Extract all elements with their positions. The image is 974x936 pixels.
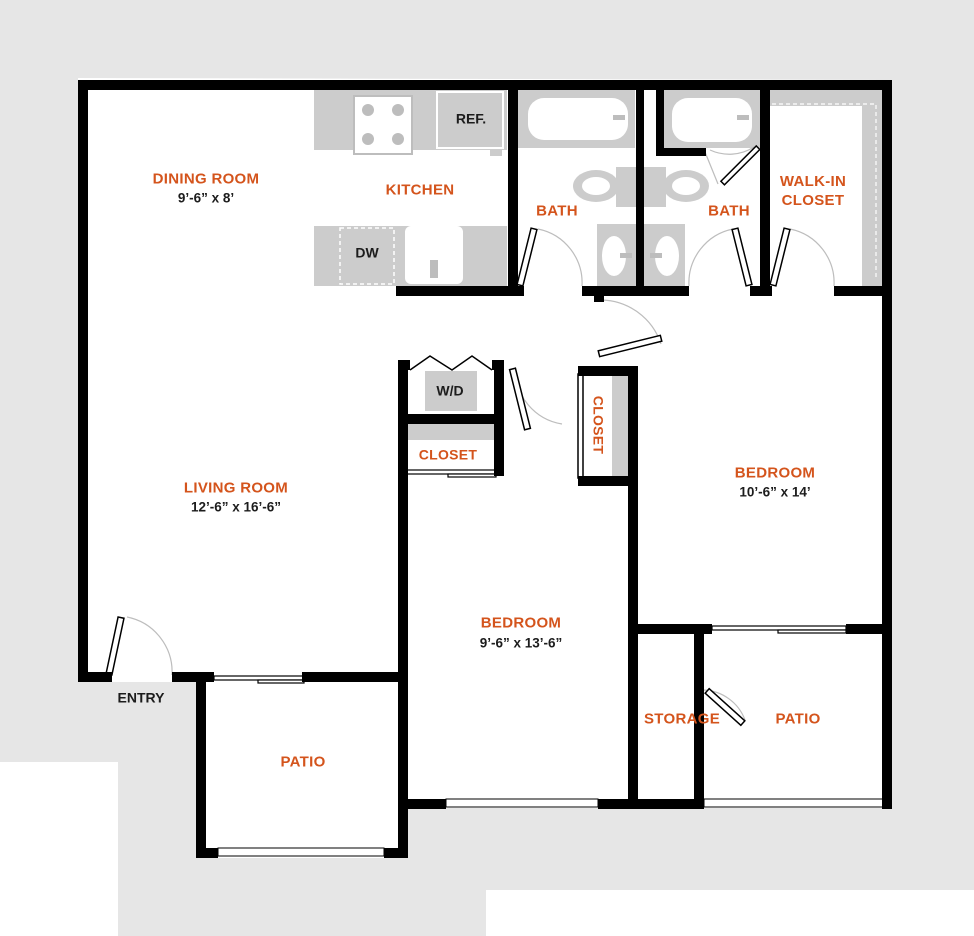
bedroom-size: 10’-6” x 14’ (739, 484, 811, 500)
kitchen-bottom-wall (396, 286, 524, 296)
bath1-door-leaf (516, 227, 538, 287)
closet1-right (494, 360, 504, 476)
dining-room-label: DINING ROOM (152, 170, 260, 188)
bedroom-2-label: BEDROOM (480, 614, 562, 632)
patio2-top-right (846, 624, 892, 634)
bedroom-label: BEDROOM (734, 464, 816, 482)
walkin-bottom-a (750, 286, 772, 296)
entry-door-leaf (105, 616, 125, 676)
closet2-shelf (612, 376, 628, 476)
toilet-2-icon (642, 167, 709, 207)
washer-dryer-label: W/D (436, 382, 464, 399)
bedroom-divider (628, 476, 638, 809)
walkin-door-arc (789, 228, 835, 287)
refrigerator-icon (436, 91, 504, 149)
walkin-bottom-b (834, 286, 892, 296)
bifold-door (409, 355, 493, 371)
walkin-left-wall (760, 80, 770, 296)
closet-door-leaf (577, 373, 584, 479)
kitchen-label: KITCHEN (385, 181, 455, 199)
bath2-inner-wall-v (656, 80, 664, 156)
walkin-bath2-door-leaf (719, 144, 761, 186)
dishwasher-icon (339, 227, 395, 285)
outer-wall-top (78, 80, 892, 90)
patio2-bottom (884, 799, 892, 809)
closet-slider-b (447, 473, 497, 478)
patio1-bottom-right (384, 848, 406, 858)
patio-2-label: PATIO (775, 710, 821, 728)
living-room-size: 12’-6” x 16’-6” (190, 499, 282, 515)
bath-label: BATH (536, 202, 578, 220)
walkin-bath2-door-arc (709, 146, 755, 155)
bedroom2-door-leaf (508, 367, 532, 431)
entry-label: ENTRY (117, 689, 165, 706)
stove-icon (353, 95, 413, 155)
surrounding-cutout (486, 890, 974, 936)
wd-top-left (398, 360, 410, 370)
bedroom2-bottom-a (398, 799, 446, 809)
storage-top-wall (638, 624, 712, 634)
closet-label: CLOSET (418, 446, 478, 463)
storage-door-leaf (704, 687, 746, 727)
bathtub-icon (517, 90, 635, 148)
closet2-right-wall (628, 366, 638, 476)
bath2-door-leaf (731, 227, 753, 287)
bath1-door-arc (537, 228, 583, 287)
entry-door-arc (126, 616, 173, 676)
closet-slider (405, 469, 497, 475)
dining-room-size: 9’-6” x 8’ (177, 190, 235, 206)
patio2-window (703, 798, 885, 808)
bath2-door-arc (688, 228, 734, 287)
refrigerator-label: REF. (455, 110, 487, 127)
storage-label: STORAGE (643, 710, 721, 728)
closet2-bottom (578, 476, 638, 486)
bathtub-2-icon (664, 90, 760, 148)
bath2-inner-wall-h (656, 148, 706, 156)
patio1-slider-b (257, 679, 305, 684)
wd-top-right (492, 360, 504, 370)
walkin-door-leaf (769, 227, 791, 287)
walls (78, 80, 892, 858)
patio1-left-wall (196, 672, 206, 858)
bedroom-2-size: 9’-6” x 13’-6” (479, 635, 563, 651)
patio1-window (217, 847, 385, 857)
bath2-inner-door-line (704, 151, 719, 185)
closet-shelf (406, 424, 494, 440)
bedroom2-window (445, 798, 599, 808)
living-room-label: LIVING ROOM (183, 479, 289, 497)
patio1-bottom-left (196, 848, 218, 858)
walkin-closet-label: WALK-IN CLOSET (779, 173, 847, 209)
bedroom-door-leaf (597, 334, 663, 358)
bath-divider-wall (636, 80, 644, 296)
outer-wall-right (882, 80, 892, 809)
closet1-wall (398, 414, 504, 424)
bath-2-label: BATH (708, 202, 750, 220)
outer-wall-left (78, 80, 88, 682)
entry-wall-b (172, 672, 214, 682)
patio-label: PATIO (280, 753, 326, 771)
toilet-icon (573, 167, 642, 207)
walkin-shelving (770, 90, 884, 286)
vanity-sink-icon (597, 224, 637, 286)
bedroom-door-jamb (594, 286, 604, 302)
fridge-handle (490, 150, 502, 156)
patio2-slider-b (777, 629, 847, 634)
living-patio-wall (302, 672, 406, 682)
washer-dryer-icon (425, 371, 477, 411)
closet-2-label: CLOSET (590, 395, 607, 455)
storage-right-wall (694, 626, 704, 809)
sink-icon (405, 226, 463, 284)
bedroom2-left-wall (398, 360, 408, 858)
bedroom2-bottom-b (598, 799, 704, 809)
dishwasher-label: DW (355, 244, 379, 261)
vanity-sink-2-icon (643, 224, 685, 286)
closet1-bottom (494, 468, 504, 476)
bath1-left-wall (508, 80, 518, 296)
entry-wall-a (78, 672, 112, 682)
closet2-top (578, 366, 638, 376)
bath-bottom-wall (582, 286, 689, 296)
